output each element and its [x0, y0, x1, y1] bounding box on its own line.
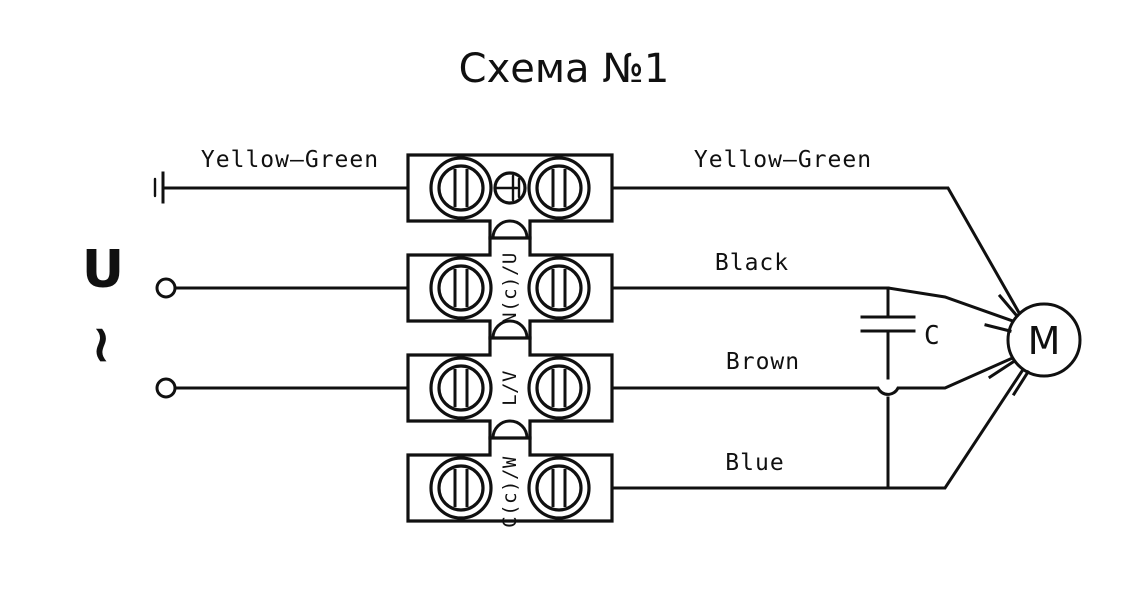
supply-terminal-1 — [155, 277, 177, 299]
supply-voltage-label: U — [82, 240, 124, 300]
wire-label-yellow-green-left: Yellow—Green — [201, 147, 379, 173]
terminal-row-earth[interactable] — [406, 153, 614, 240]
capacitor-label: C — [924, 321, 940, 351]
wire-label-brown: Brown — [726, 349, 800, 375]
motor: M — [984, 293, 1082, 397]
wire-blue — [610, 359, 1031, 490]
screw-c-right[interactable] — [527, 456, 591, 520]
terminal-row-n[interactable]: N(c)/U — [406, 236, 614, 340]
terminal-label-n: N(c)/U — [499, 252, 521, 324]
supply-terminal-2 — [155, 377, 177, 399]
screw-n-right[interactable] — [527, 256, 591, 320]
wire-black — [610, 286, 1026, 327]
terminal-row-c[interactable]: C(c)/W — [406, 436, 614, 528]
motor-label: M — [1028, 319, 1061, 363]
terminal-label-l: L/V — [499, 370, 521, 406]
wire-brown — [610, 350, 1028, 396]
ac-symbol-icon: ~ — [72, 323, 132, 367]
earth-terminal-icon — [493, 171, 527, 205]
wire-label-yellow-green-right: Yellow—Green — [694, 147, 872, 173]
wire-label-blue: Blue — [725, 450, 784, 476]
screw-earth-left[interactable] — [429, 156, 493, 220]
capacitor: C — [860, 286, 940, 490]
wire-label-black: Black — [715, 250, 789, 276]
page-title: Схема №1 — [459, 46, 670, 92]
terminal-row-l[interactable]: L/V — [406, 336, 614, 440]
screw-n-left[interactable] — [429, 256, 493, 320]
screw-l-right[interactable] — [527, 356, 591, 420]
wire-yellow-green-right — [610, 186, 1025, 321]
terminal-label-c: C(c)/W — [499, 456, 521, 528]
svg-text:~: ~ — [72, 323, 132, 367]
screw-c-left[interactable] — [429, 456, 493, 520]
screw-l-left[interactable] — [429, 356, 493, 420]
screw-earth-right[interactable] — [527, 156, 591, 220]
